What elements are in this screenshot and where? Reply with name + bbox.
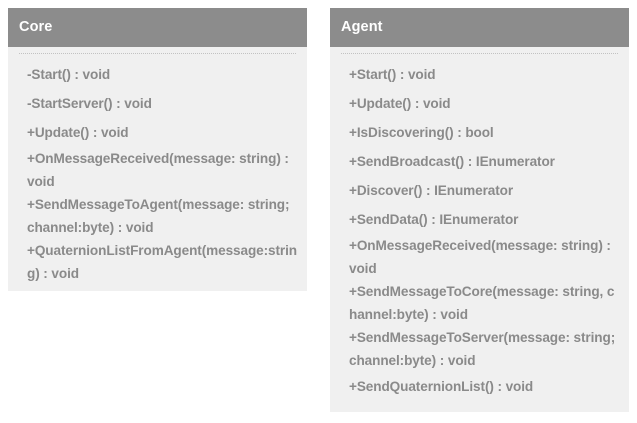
uml-class-core-divider [19,52,296,54]
uml-class-agent-divider [341,52,618,54]
uml-member: +Start() : void [349,66,436,82]
uml-class-agent-title: Agent [330,8,629,47]
uml-member: +Update() : void [349,95,451,111]
uml-class-core[interactable]: Core -Start() : void -StartServer() : vo… [8,8,307,291]
uml-class-agent-body: +Start() : void +Update() : void +IsDisc… [330,46,629,412]
uml-member: +SendData() : IEnumerator [349,211,519,227]
uml-class-core-title: Core [8,8,307,47]
uml-class-core-member-list: -Start() : void -StartServer() : void +U… [18,60,297,285]
uml-member: +QuaternionListFromAgent(message:string)… [27,242,298,281]
uml-member: +SendMessageToServer(message: string; ch… [349,329,616,368]
uml-member: -StartServer() : void [27,95,152,111]
uml-class-agent[interactable]: Agent +Start() : void +Update() : void +… [330,8,629,412]
uml-member: +SendMessageToCore(message: string, chan… [349,283,615,322]
uml-member: +Discover() : IEnumerator [349,182,514,198]
uml-class-agent-member-list: +Start() : void +Update() : void +IsDisc… [340,60,619,401]
uml-member: +OnMessageReceived(message: string) : vo… [27,150,289,189]
uml-member: +SendBroadcast() : IEnumerator [349,153,555,169]
uml-member: +OnMessageReceived(message: string) : vo… [349,237,611,276]
uml-member: +SendMessageToAgent(message: string; cha… [27,196,290,235]
uml-member: +IsDiscovering() : bool [349,124,494,140]
uml-class-core-body: -Start() : void -StartServer() : void +U… [8,46,307,291]
uml-member: +SendQuaternionList() : void [349,378,534,394]
uml-member: -Start() : void [27,66,111,82]
uml-member: +Update() : void [27,124,129,140]
